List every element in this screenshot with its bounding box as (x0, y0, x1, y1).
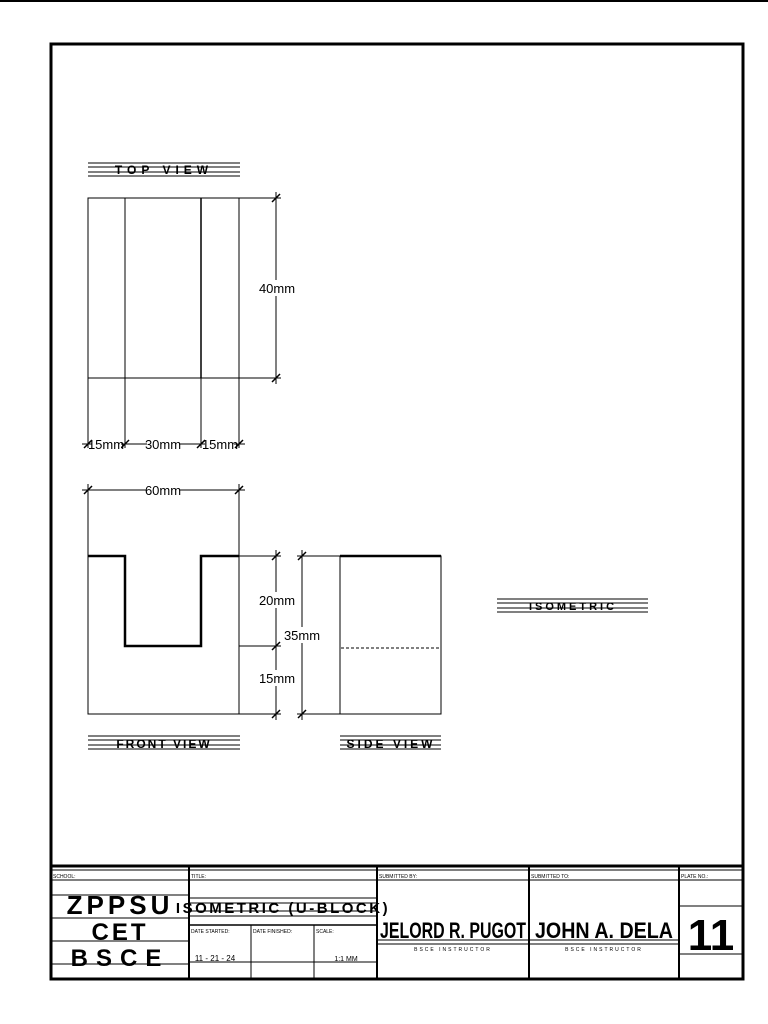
dim-horizontal-15-30-15: 15mm 30mm 15mm (82, 378, 245, 452)
top-view (87, 197, 240, 379)
plate-number: 11 (688, 911, 735, 960)
submitted-by-label: SUBMITTED BY: (379, 874, 417, 880)
front-view-top-profile (88, 554, 239, 648)
drawing-border (49, 42, 745, 981)
submitted-by-name: JELORD R. PUGOT (380, 918, 526, 943)
dim-15mm-left-label: 15mm (88, 437, 124, 452)
submitted-to-name: JOHN A. DELA (535, 918, 673, 943)
dim-40mm: 40mm (239, 192, 295, 384)
side-view (339, 554, 442, 715)
dim-30mm-label: 30mm (145, 437, 181, 452)
date-finished-label: DATE FINISHED: (253, 929, 292, 935)
drawing-title: ISOMETRIC (U-BLOCK) (176, 900, 390, 917)
dim-35mm: 35mm (284, 550, 340, 720)
front-view (87, 554, 240, 715)
top-view-label: TOP VIEW (115, 163, 213, 177)
top-view-outline (87, 197, 240, 379)
school-line-2: CET (92, 919, 149, 946)
dim-40mm-label: 40mm (259, 281, 295, 296)
date-started-value: 11 - 21 - 24 (195, 954, 236, 963)
front-view-title: FRONT VIEW (88, 735, 240, 751)
top-view-title: TOP VIEW (88, 162, 240, 177)
isometric-label: ISOMETRIC (529, 601, 617, 613)
title-block (51, 864, 743, 979)
side-view-label: SIDE VIEW (346, 737, 435, 751)
plate-cell: PLATE NO.: 11 (679, 874, 743, 960)
date-started-label: DATE STARTED: (191, 929, 230, 935)
side-view-outline (339, 555, 442, 715)
dim-20mm-label: 20mm (259, 593, 295, 608)
dim-60mm: 60mm (82, 482, 245, 556)
scale-value: 1:1 MM (334, 956, 358, 963)
side-view-title: SIDE VIEW (340, 735, 441, 751)
title-cell: TITLE: ISOMETRIC (U-BLOCK) DATE STARTED:… (176, 874, 390, 979)
submitted-to-cell: SUBMITTED TO: JOHN A. DELA BSCE INSTRUCT… (529, 874, 679, 953)
submitted-by-caption: BSCE INSTRUCTOR (414, 947, 492, 953)
school-cell: SCHOOL: ZPPSU CET BSCE (51, 874, 189, 972)
isometric-title: ISOMETRIC (497, 598, 648, 613)
plate-field-label: PLATE NO.: (681, 874, 708, 880)
submitted-to-label: SUBMITTED TO: (531, 874, 569, 880)
school-line-3: BSCE (71, 945, 170, 972)
dim-35mm-label: 35mm (284, 628, 320, 643)
dim-15mm-right-label: 15mm (202, 437, 238, 452)
dim-15mm-base-label: 15mm (259, 671, 295, 686)
submitted-by-cell: SUBMITTED BY: JELORD R. PUGOT BSCE INSTR… (377, 874, 529, 953)
title-field-label: TITLE: (191, 874, 206, 880)
school-field-label: SCHOOL: (53, 874, 76, 880)
school-line-1: ZPPSU (67, 890, 174, 920)
submitted-to-caption: BSCE INSTRUCTOR (565, 947, 643, 953)
front-view-label: FRONT VIEW (116, 737, 211, 751)
dim-60mm-label: 60mm (145, 483, 181, 498)
dim-front-right: 20mm 15mm (239, 550, 295, 720)
front-view-outline (87, 556, 240, 715)
scale-label: SCALE: (316, 929, 334, 935)
